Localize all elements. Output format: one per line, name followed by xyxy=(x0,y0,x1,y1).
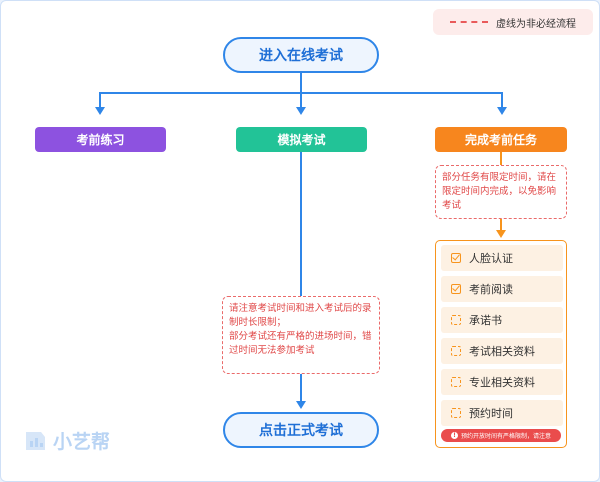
task-item: 考试相关资料 xyxy=(441,338,563,364)
practice-box: 考前练习 xyxy=(35,127,166,152)
task-item: 预约时间 xyxy=(441,400,563,426)
checkbox-optional-icon xyxy=(451,377,461,387)
arrow-to-task-panel xyxy=(496,230,506,238)
task-item-label: 专业相关资料 xyxy=(469,376,535,389)
warning-text: 预约开放时间有严格限制，请注意 xyxy=(460,433,551,440)
legend-label: 虚线为非必经流程 xyxy=(496,18,576,30)
connector-to-practice xyxy=(99,92,101,108)
task-item: 承诺书 xyxy=(441,307,563,333)
task-item-label: 考前阅读 xyxy=(469,283,513,296)
appointment-warning: ! 预约开放时间有严格限制，请注意 xyxy=(441,429,561,442)
task-item-label: 承诺书 xyxy=(469,314,502,327)
mock-exam-label: 模拟考试 xyxy=(277,133,326,147)
practice-label: 考前练习 xyxy=(76,133,125,147)
connector-to-end xyxy=(300,374,302,402)
arrow-to-end xyxy=(296,401,306,409)
connector-mock-down xyxy=(300,152,302,296)
mock-note-line2: 部分考试还有严格的进场时间，错过时间无法参加考试 xyxy=(229,331,372,356)
task-item: 人脸认证 xyxy=(441,245,563,271)
checkbox-checked-icon xyxy=(451,284,461,294)
tasks-time-note: 部分任务有限定时间，请在限定时间内完成，以免影响考试 xyxy=(435,165,567,219)
logo-mark-icon xyxy=(26,431,45,450)
arrow-to-mock xyxy=(296,107,306,115)
tasks-box: 完成考前任务 xyxy=(435,127,567,152)
legend: 虚线为非必经流程 xyxy=(433,9,593,35)
info-icon: ! xyxy=(450,432,458,439)
end-node-label: 点击正式考试 xyxy=(259,423,343,439)
start-node-label: 进入在线考试 xyxy=(259,48,343,64)
checkbox-checked-icon xyxy=(451,253,461,263)
task-item: 考前阅读 xyxy=(441,276,563,302)
task-item-label: 人脸认证 xyxy=(469,252,513,265)
connector-tasks-panel xyxy=(500,219,502,231)
tasks-label: 完成考前任务 xyxy=(464,133,537,147)
task-item-label: 考试相关资料 xyxy=(469,345,535,358)
tasks-note-text: 部分任务有限定时间，请在限定时间内完成，以免影响考试 xyxy=(442,172,557,211)
connector-to-tasks xyxy=(501,92,503,108)
connector-start-down xyxy=(300,73,302,93)
task-item: 专业相关资料 xyxy=(441,369,563,395)
task-item-label: 预约时间 xyxy=(469,407,513,420)
brand-logo: 小艺帮 xyxy=(23,427,110,454)
arrow-to-practice xyxy=(95,107,105,115)
end-node: 点击正式考试 xyxy=(223,412,379,448)
checkbox-optional-icon xyxy=(451,408,461,418)
mock-exam-note: 请注意考试时间和进入考试后的录制时长限制； 部分考试还有严格的进场时间，错过时间… xyxy=(222,296,380,374)
checkbox-optional-icon xyxy=(451,315,461,325)
arrow-to-tasks xyxy=(497,107,507,115)
dashed-line-sample xyxy=(450,21,488,23)
start-node: 进入在线考试 xyxy=(223,37,379,73)
connector-to-mock xyxy=(300,92,302,108)
mock-note-line1: 请注意考试时间和进入考试后的录制时长限制； xyxy=(229,303,372,328)
logo-text: 小艺帮 xyxy=(53,431,111,453)
checkbox-optional-icon xyxy=(451,346,461,356)
mock-exam-box: 模拟考试 xyxy=(236,127,367,152)
connector-tasks-note xyxy=(500,152,502,165)
